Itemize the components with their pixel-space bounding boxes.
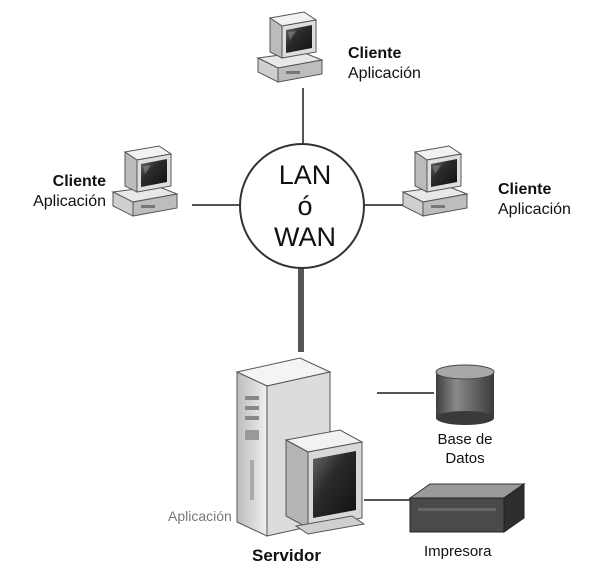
right-client-title: Cliente	[498, 181, 552, 198]
desktop-computer-icon	[257, 11, 323, 83]
server-tower-icon	[235, 357, 366, 537]
left-client-subtitle: Aplicación	[33, 193, 106, 210]
right-client-label: Cliente Aplicación	[498, 180, 571, 220]
printer-label: Impresora	[424, 543, 492, 560]
database-cylinder-icon	[435, 364, 495, 425]
desktop-computer-icon	[402, 145, 468, 217]
server-app-label: Aplicación	[168, 508, 232, 524]
network-label-line-2: ó	[297, 191, 313, 221]
right-client-subtitle: Aplicación	[498, 201, 571, 218]
left-client-label: Cliente Aplicación	[8, 172, 106, 212]
database-label: Base de Datos	[426, 430, 504, 468]
database-label-line-2: Datos	[445, 450, 485, 467]
left-client-title: Cliente	[52, 173, 106, 190]
top-client-subtitle: Aplicación	[348, 65, 421, 82]
server-caption: Servidor	[252, 546, 321, 565]
database-label-line-1: Base de	[437, 431, 493, 448]
desktop-computer-icon	[112, 145, 178, 217]
connection-lines	[192, 88, 434, 501]
network-cloud	[239, 143, 365, 269]
top-client-label: Cliente Aplicación	[348, 44, 421, 84]
network-label-line-1: LAN	[278, 160, 332, 190]
top-client-title: Cliente	[348, 45, 402, 62]
network-label: LAN ó WAN	[247, 160, 363, 253]
printer-icon	[408, 483, 526, 533]
network-label-line-3: WAN	[274, 222, 336, 252]
